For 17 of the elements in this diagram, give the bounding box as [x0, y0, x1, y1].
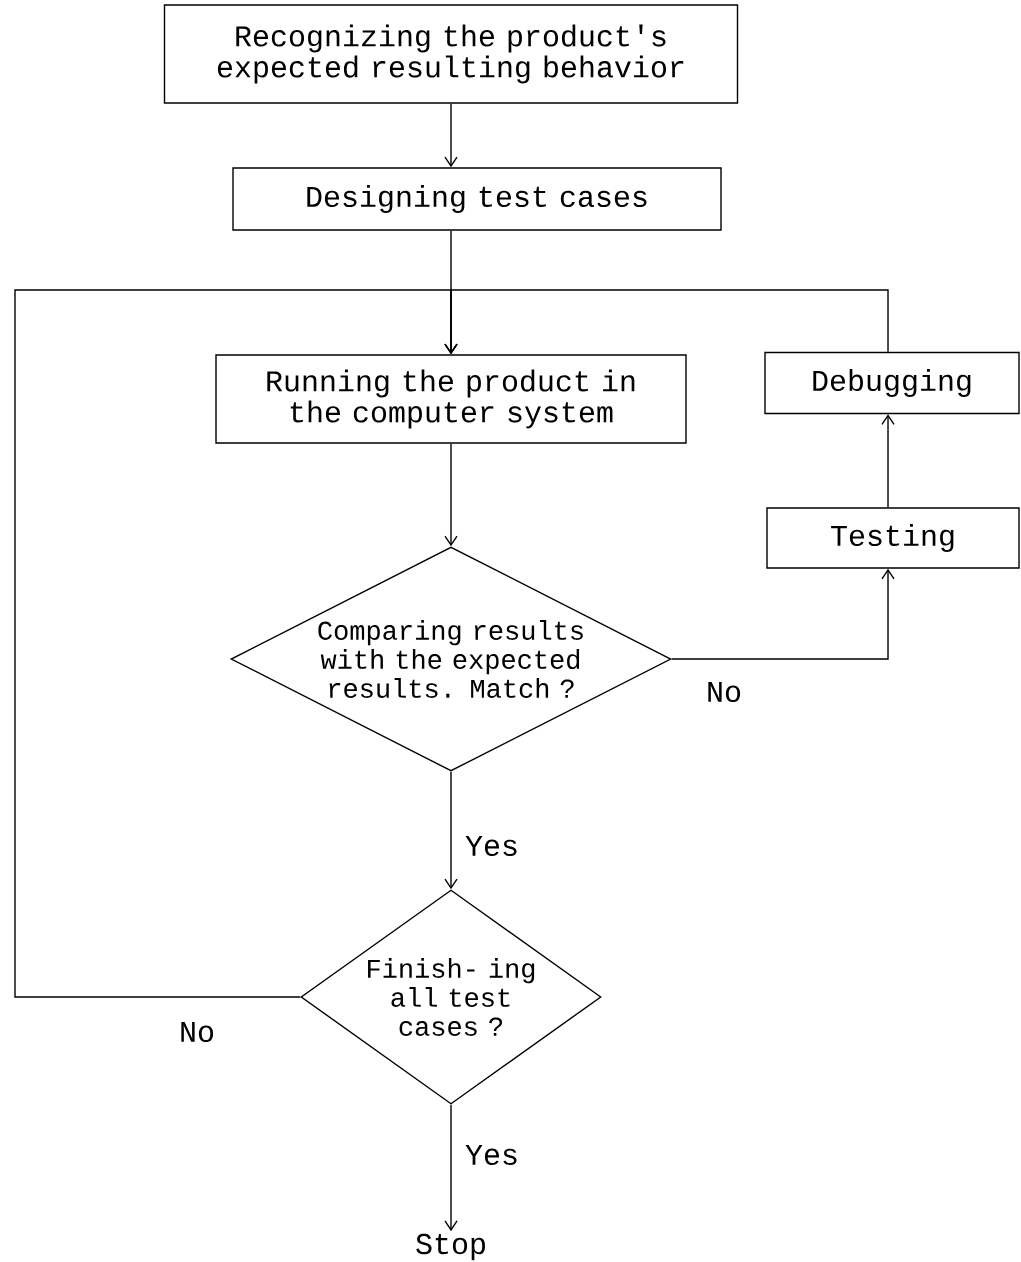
edge-label: Yes	[463, 1143, 521, 1168]
arrow	[14, 289, 458, 998]
edge-label: Yes	[463, 834, 521, 859]
arrow	[881, 414, 895, 508]
edge-label: No	[704, 680, 744, 705]
arrow	[444, 771, 458, 890]
arrow	[444, 1104, 458, 1232]
process-box: Running the product in the computer system	[215, 354, 687, 444]
process-box: Designing test cases	[232, 167, 722, 231]
process-box: Debugging	[764, 351, 1020, 415]
process-box: Recognizing the product's expected resulting behavior	[163, 4, 739, 104]
process-box: Testing	[766, 507, 1020, 569]
arrow	[444, 103, 458, 168]
edge-label: No	[177, 1020, 217, 1045]
terminal-text: Stop	[416, 1233, 485, 1261]
arrow	[671, 568, 895, 660]
arrow	[444, 443, 458, 547]
